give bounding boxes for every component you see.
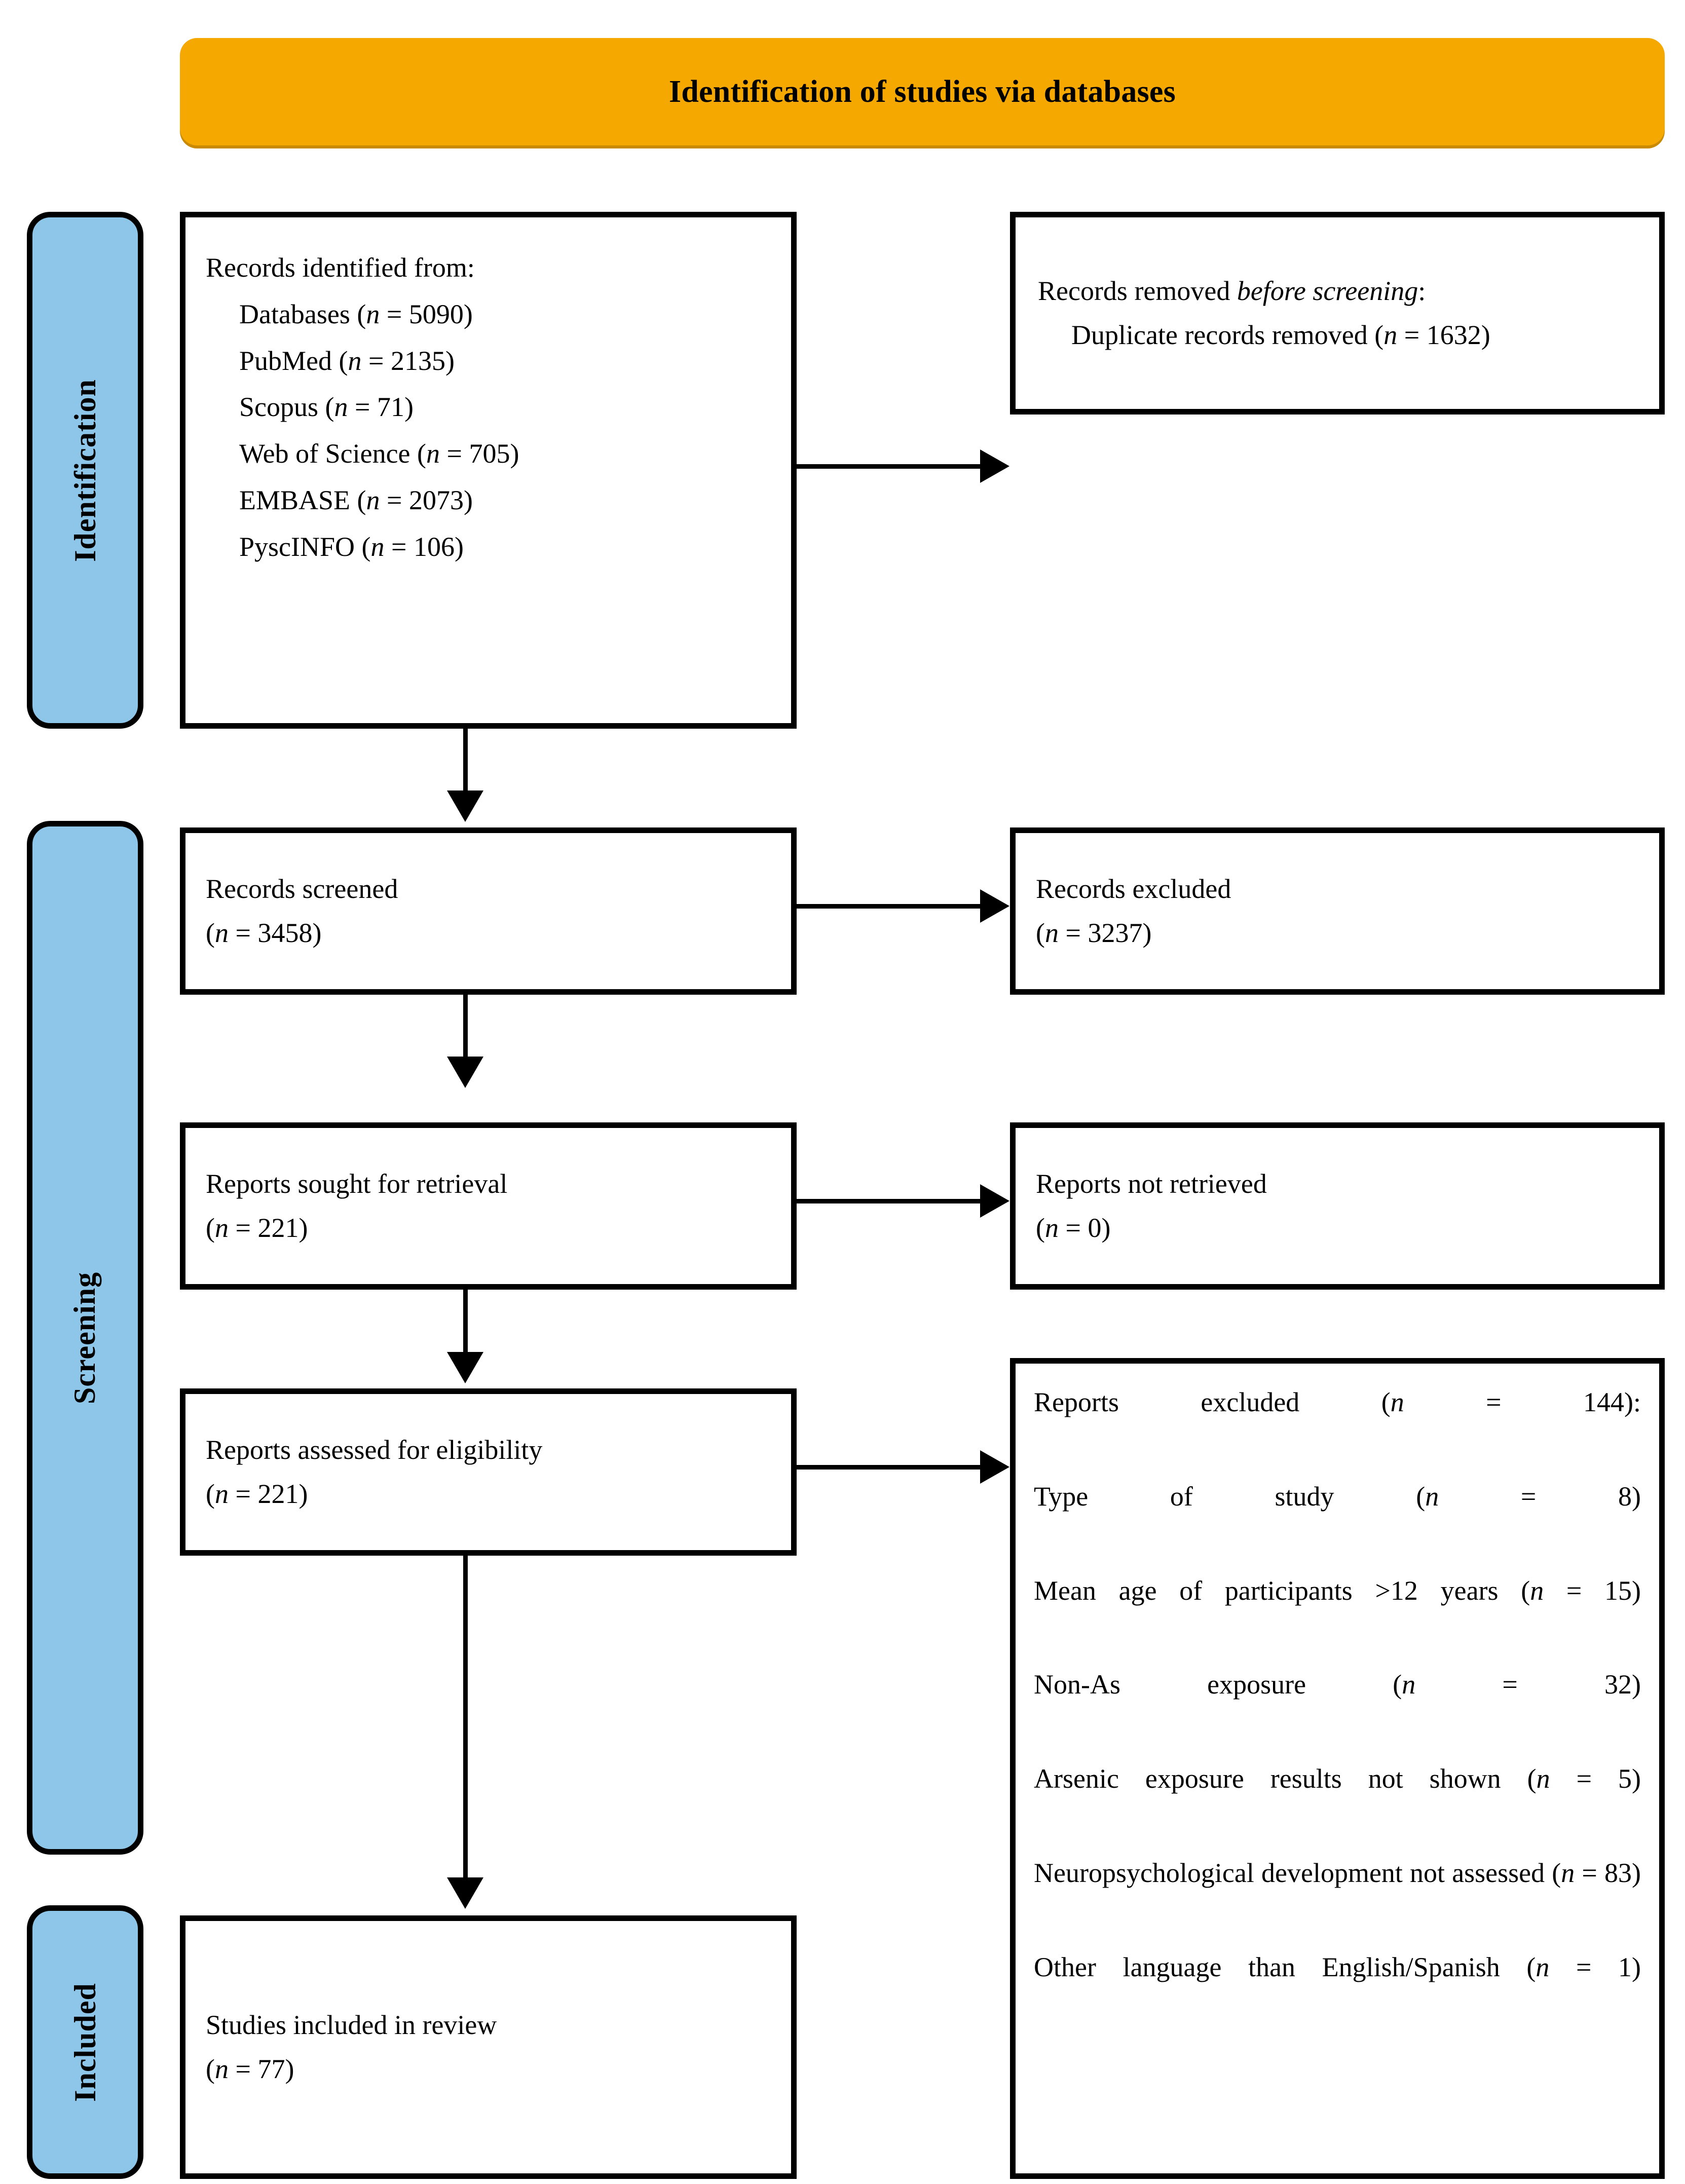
source-embase: EMBASE (n = 2073)	[239, 484, 473, 515]
connector-sought-to-assessed	[463, 1290, 468, 1357]
studies-included-count: (n = 77)	[206, 2054, 294, 2084]
box-reports-assessed: Reports assessed for eligibility (n = 22…	[180, 1388, 797, 1556]
arrowhead-assessed-to-reports-excluded	[980, 1450, 1009, 1484]
reports-sought-label: Reports sought for retrieval	[206, 1168, 508, 1199]
connector-assessed-to-included	[463, 1556, 468, 1880]
stage-label-included-text: Included	[68, 1982, 102, 2102]
stage-label-identification-text: Identification	[68, 379, 102, 562]
arrowhead-assessed-to-included	[447, 1877, 483, 1909]
connector-identified-to-screened	[463, 729, 468, 795]
box-records-screened: Records screened (n = 3458)	[180, 827, 797, 995]
box-records-removed: Records removed before screening: Duplic…	[1010, 212, 1665, 415]
arrowhead-sought-to-assessed	[447, 1352, 483, 1383]
box-reports-sought: Reports sought for retrieval (n = 221)	[180, 1122, 797, 1290]
connector-screened-to-sought	[463, 995, 468, 1060]
arrowhead-screened-to-sought	[447, 1057, 483, 1088]
records-removed-heading: Records removed before screening:	[1038, 275, 1426, 306]
reports-not-retrieved-label: Reports not retrieved	[1036, 1168, 1267, 1199]
stage-label-identification: Identification	[27, 212, 143, 729]
reports-excluded-heading: Reports excluded (n = 144):	[1034, 1387, 1641, 1417]
records-screened-count: (n = 3458)	[206, 918, 322, 948]
connector-identified-to-removed	[797, 464, 980, 469]
reason-neurodev-not-assessed: Neuropsychological development not asses…	[1034, 1857, 1641, 1888]
reason-type-of-study: Type of study (n = 8)	[1034, 1481, 1641, 1512]
records-identified-heading: Records identified from:	[206, 252, 475, 283]
box-records-excluded: Records excluded (n = 3237)	[1010, 827, 1665, 995]
box-records-identified: Records identified from: Databases (n = …	[180, 212, 797, 729]
box-studies-included: Studies included in review (n = 77)	[180, 1915, 797, 2179]
studies-included-label: Studies included in review	[206, 2009, 497, 2040]
reports-not-retrieved-count: (n = 0)	[1036, 1213, 1111, 1243]
connector-screened-to-excluded	[797, 904, 980, 909]
records-excluded-label: Records excluded	[1036, 873, 1231, 904]
source-scopus: Scopus (n = 71)	[239, 392, 414, 423]
reason-other-language: Other language than English/Spanish (n =…	[1034, 1951, 1641, 1982]
reports-sought-count: (n = 221)	[206, 1213, 308, 1243]
source-pubmed: PubMed (n = 2135)	[239, 345, 455, 376]
source-databases: Databases (n = 5090)	[239, 298, 473, 329]
page-title: Identification of studies via databases	[669, 74, 1176, 109]
source-web-of-science: Web of Science (n = 705)	[239, 438, 519, 469]
box-reports-not-retrieved: Reports not retrieved (n = 0)	[1010, 1122, 1665, 1290]
box-reports-excluded-reasons: Reports excluded (n = 144): Type of stud…	[1010, 1358, 1665, 2179]
arrowhead-sought-to-not-retrieved	[980, 1184, 1009, 1218]
reports-assessed-label: Reports assessed for eligibility	[206, 1434, 543, 1465]
arrowhead-identified-to-screened	[447, 790, 483, 822]
records-screened-label: Records screened	[206, 873, 398, 904]
duplicate-records-removed: Duplicate records removed (n = 1632)	[1071, 320, 1490, 350]
reason-non-as-exposure: Non-As exposure (n = 32)	[1034, 1669, 1641, 1700]
arrowhead-screened-to-excluded	[980, 889, 1009, 923]
source-pyscinfo: PyscINFO (n = 106)	[239, 531, 464, 562]
reason-mean-age: Mean age of participants >12 years (n = …	[1034, 1575, 1641, 1606]
diagram-title-banner: Identification of studies via databases	[180, 38, 1665, 145]
connector-assessed-to-reports-excluded	[797, 1465, 980, 1470]
stage-label-screening: Screening	[27, 821, 143, 1855]
reports-assessed-count: (n = 221)	[206, 1479, 308, 1509]
arrowhead-identified-to-removed	[980, 449, 1009, 483]
stage-label-included: Included	[27, 1905, 143, 2179]
records-excluded-count: (n = 3237)	[1036, 918, 1152, 948]
connector-sought-to-not-retrieved	[797, 1199, 980, 1203]
stage-label-screening-text: Screening	[68, 1271, 102, 1404]
reason-arsenic-results-not-shown: Arsenic exposure results not shown (n = …	[1034, 1763, 1641, 1794]
